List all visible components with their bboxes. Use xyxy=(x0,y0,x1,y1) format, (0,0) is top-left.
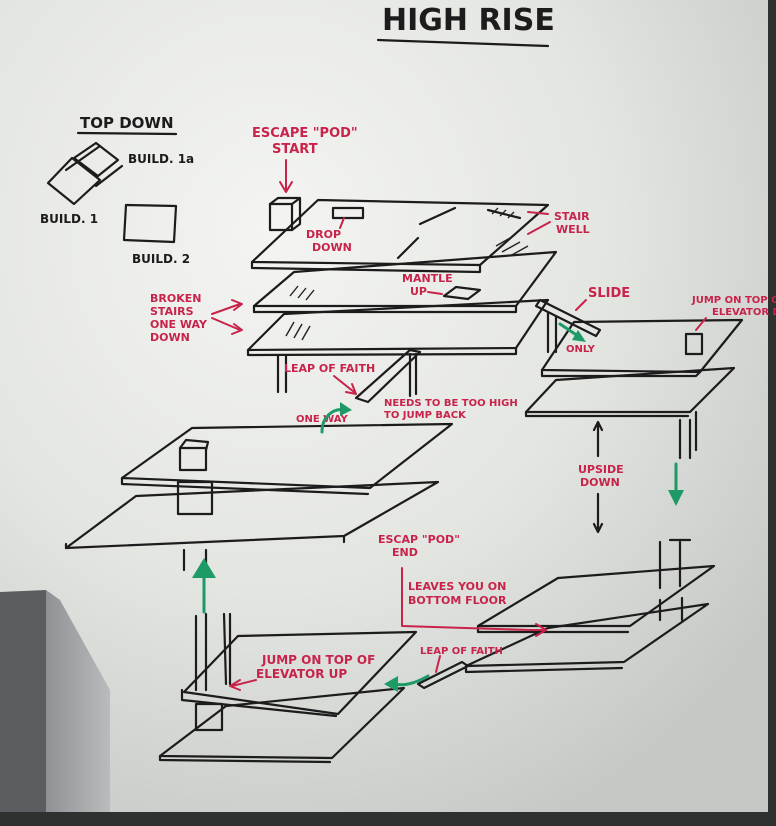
stair-well-label-1: STAIR xyxy=(554,210,590,223)
jump-elevator-up-label-2: ELEVATOR UP xyxy=(256,667,347,681)
drop-down-label-1: DROP xyxy=(306,228,341,241)
too-high-label-1: NEEDS TO BE TOO HIGH xyxy=(384,398,518,409)
escape-pod-end-label-1: ESCAP "POD" xyxy=(378,533,460,546)
leap-of-faith-label-1: LEAP OF FAITH xyxy=(284,362,375,375)
upside-down-label-1: UPSIDE xyxy=(578,463,624,476)
top-down-heading: TOP DOWN xyxy=(80,114,174,132)
broken-stairs-label-1: BROKEN xyxy=(150,292,201,305)
leaves-bottom-label-2: BOTTOM FLOOR xyxy=(408,594,507,607)
mantle-up-label-1: MANTLE xyxy=(402,272,453,285)
leap-of-faith-label-2: LEAP OF FAITH xyxy=(420,646,503,657)
too-high-label-2: TO JUMP BACK xyxy=(384,410,467,421)
only-label: ONLY xyxy=(566,344,596,355)
build-2-label: BUILD. 2 xyxy=(132,252,190,266)
jump-elevator-down-label-2: ELEVATOR DOWN xyxy=(712,307,776,318)
leaves-bottom-label-1: LEAVES YOU ON xyxy=(408,580,506,593)
broken-stairs-label-2: STAIRS xyxy=(150,305,194,318)
build-1a-label: BUILD. 1a xyxy=(128,152,194,166)
upside-down-label-2: DOWN xyxy=(580,476,620,489)
right-edge xyxy=(768,0,776,826)
slide-label: SLIDE xyxy=(588,286,630,301)
wall-corner xyxy=(0,590,46,826)
broken-stairs-label-4: DOWN xyxy=(150,331,190,344)
top-down-underline xyxy=(78,133,176,134)
jump-elevator-down-label-1: JUMP ON TOP OF xyxy=(691,295,776,306)
mantle-up-label-2: UP xyxy=(410,285,427,298)
drop-down-label-2: DOWN xyxy=(312,241,352,254)
escape-pod-start-label-1: ESCAPE "POD" xyxy=(252,126,358,141)
escape-pod-start-label-2: START xyxy=(272,142,318,157)
escape-pod-end-label-2: END xyxy=(392,546,418,559)
title-text: HIGH RISE xyxy=(382,3,555,38)
jump-elevator-up-label-1: JUMP ON TOP OF xyxy=(261,653,375,667)
bottom-edge xyxy=(0,812,776,826)
broken-stairs-label-3: ONE WAY xyxy=(150,318,208,331)
build-1-label: BUILD. 1 xyxy=(40,212,98,226)
stair-well-label-2: WELL xyxy=(556,223,590,236)
